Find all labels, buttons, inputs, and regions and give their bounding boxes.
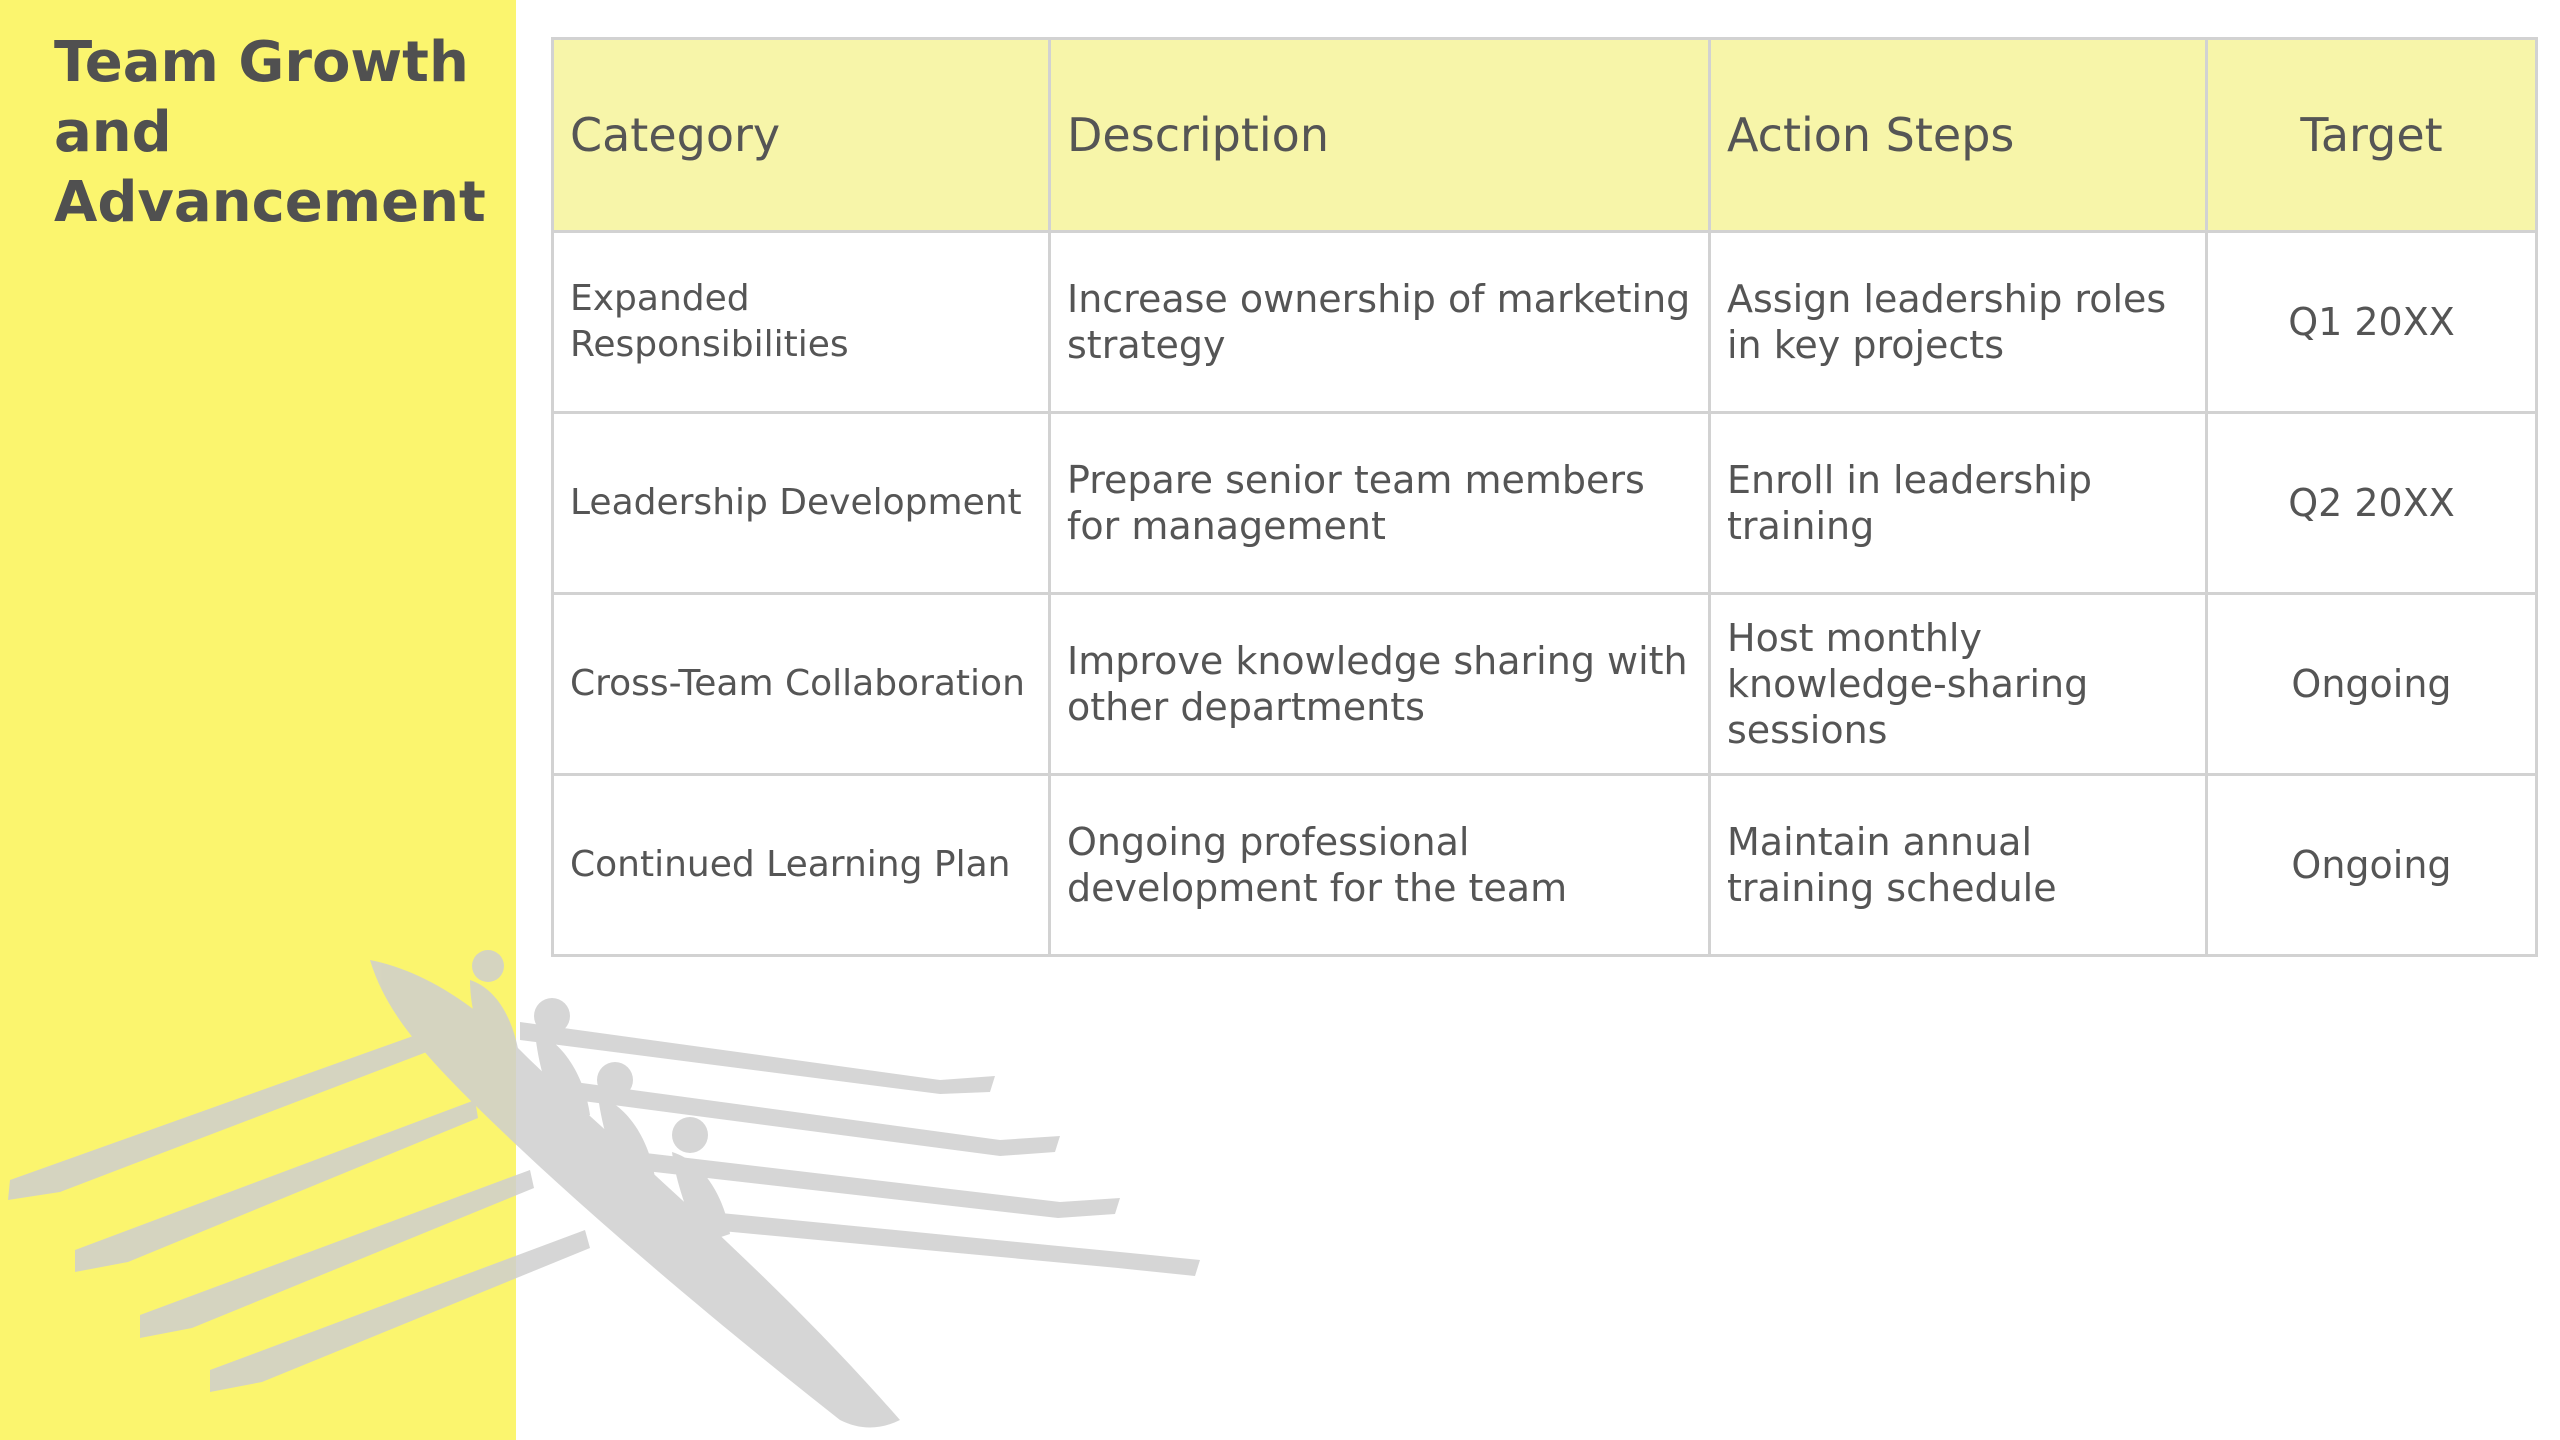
- header-description: Description: [1048, 37, 1711, 233]
- slide-title: Team Growth and Advancement: [54, 30, 486, 235]
- growth-table: Category Description Action Steps Target…: [551, 37, 2538, 957]
- table-row: Continued Learning Plan Ongoing professi…: [551, 773, 2538, 957]
- cell-action-steps: Assign leadership roles in key projects: [1708, 230, 2208, 414]
- cell-category: Cross-Team Collaboration: [551, 592, 1051, 776]
- table-row: Cross-Team Collaboration Improve knowled…: [551, 592, 2538, 776]
- cell-category: Continued Learning Plan: [551, 773, 1051, 957]
- header-action-steps: Action Steps: [1708, 37, 2208, 233]
- header-category: Category: [551, 37, 1051, 233]
- table-row: Expanded Responsibilities Increase owner…: [551, 230, 2538, 414]
- table-header-row: Category Description Action Steps Target: [551, 37, 2538, 233]
- rowing-team-silhouette-icon: [8, 950, 1200, 1428]
- cell-category: Leadership Development: [551, 411, 1051, 595]
- cell-target: Ongoing: [2205, 592, 2538, 776]
- cell-target: Q2 20XX: [2205, 411, 2538, 595]
- cell-category: Expanded Responsibilities: [551, 230, 1051, 414]
- cell-description: Increase ownership of marketing strategy: [1048, 230, 1711, 414]
- cell-description: Improve knowledge sharing with other dep…: [1048, 592, 1711, 776]
- table-row: Leadership Development Prepare senior te…: [551, 411, 2538, 595]
- cell-target: Q1 20XX: [2205, 230, 2538, 414]
- cell-description: Ongoing professional development for the…: [1048, 773, 1711, 957]
- cell-description: Prepare senior team members for manageme…: [1048, 411, 1711, 595]
- cell-action-steps: Host monthly knowledge-sharing sessions: [1708, 592, 2208, 776]
- cell-action-steps: Enroll in leadership training: [1708, 411, 2208, 595]
- cell-action-steps: Maintain annual training schedule: [1708, 773, 2208, 957]
- header-target: Target: [2205, 37, 2538, 233]
- growth-table-container: Category Description Action Steps Target…: [551, 37, 2538, 957]
- cell-target: Ongoing: [2205, 773, 2538, 957]
